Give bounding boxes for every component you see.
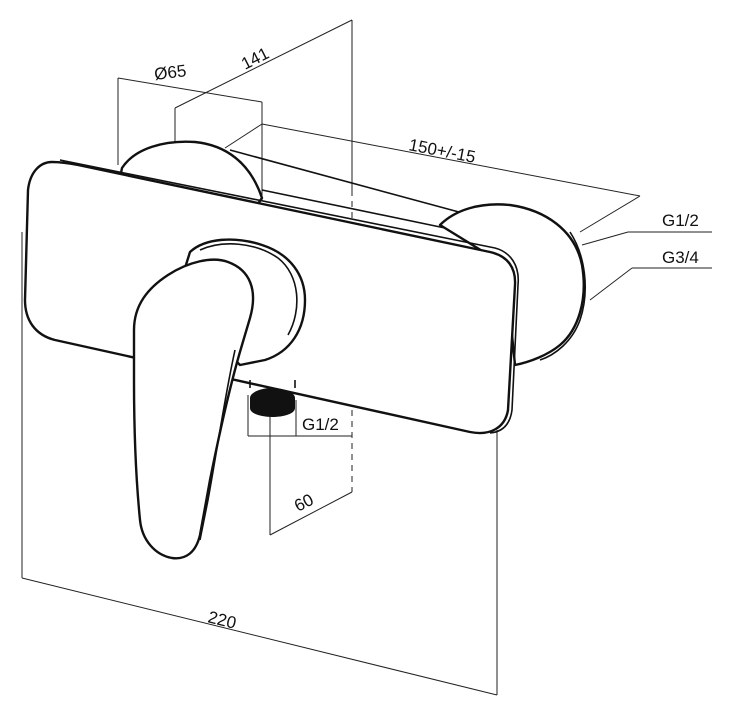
label-spacing: 150+/-15: [407, 135, 477, 167]
label-diameter: Ø65: [153, 61, 187, 84]
label-inlet-g12: G1/2: [662, 211, 699, 230]
outlet-nozzle: [249, 380, 296, 417]
label-width: 220: [206, 607, 238, 632]
label-outlet-g12: G1/2: [302, 415, 339, 434]
label-inlet-g34: G3/4: [662, 248, 699, 267]
label-outlet-depth: 60: [291, 490, 316, 516]
lever-handle: [132, 238, 307, 560]
label-depth: 141: [238, 44, 272, 74]
